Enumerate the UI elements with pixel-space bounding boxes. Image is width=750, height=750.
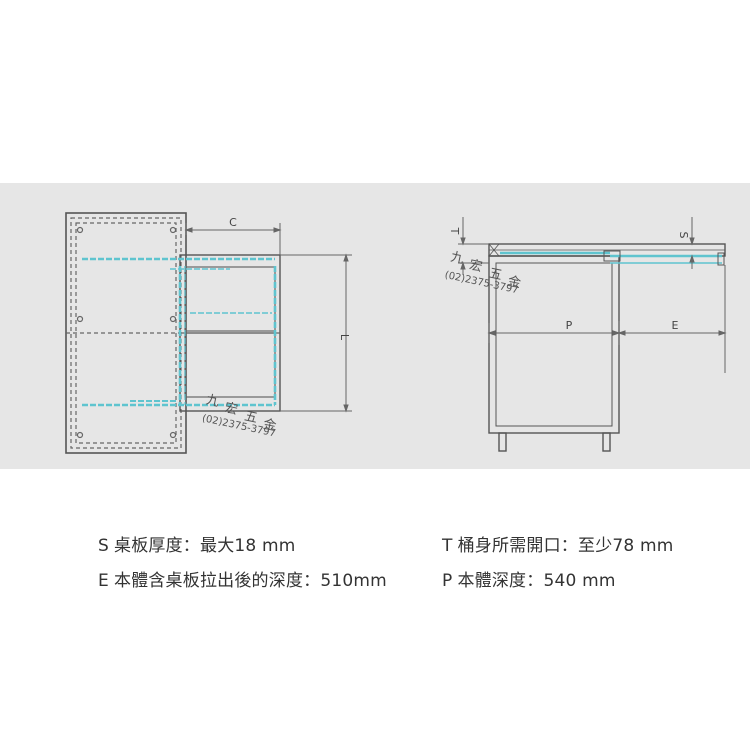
svg-text:金: 金 (506, 273, 522, 291)
slide-end (717, 252, 725, 266)
spec-text: 桶身所需開口：至少78 mm (457, 536, 674, 556)
leg-left (498, 432, 507, 452)
svg-text:九: 九 (449, 250, 465, 267)
technical-drawing: C L 九 宏 五 金 (02)2375-3797 (65, 212, 727, 454)
left-top-view (65, 212, 352, 454)
svg-text:(02)2375-3797: (02)2375-3797 (444, 270, 520, 296)
spec-key: S (98, 536, 109, 556)
right-side-view (488, 243, 726, 452)
label-t: T (448, 227, 461, 235)
label-c: C (229, 216, 237, 229)
svg-text:五: 五 (243, 409, 259, 426)
svg-text:五: 五 (488, 266, 504, 283)
screw-hole (169, 226, 177, 234)
dimension-p-e (487, 265, 727, 373)
spec-text: 本體含桌板拉出後的深度：510mm (113, 571, 387, 591)
spec-key: T (442, 536, 453, 556)
dimension-s (689, 217, 695, 269)
side-slide (500, 251, 722, 264)
screw-hole (76, 431, 84, 439)
spec-text: 本體深度：540 mm (457, 571, 616, 591)
screw-hole (76, 315, 84, 323)
slide-rails (82, 257, 277, 407)
spec-text: 桌板厚度：最大18 mm (114, 536, 296, 556)
screw-hole (169, 315, 177, 323)
svg-text:金: 金 (262, 416, 278, 434)
spec-key: E (98, 571, 109, 591)
side-cabinet-inner (495, 262, 613, 427)
svg-text:宏: 宏 (468, 258, 484, 275)
dimension-l (280, 253, 352, 413)
screw-hole (76, 226, 84, 234)
cabinet-inner-dashed-2 (75, 222, 177, 444)
drawer-compartment-bottom (184, 332, 276, 398)
leg-right (602, 432, 611, 452)
screw-hole (169, 431, 177, 439)
dimension-c (184, 223, 282, 255)
drawer-compartment-top (184, 266, 276, 332)
label-p: P (566, 319, 573, 332)
label-e: E (672, 319, 679, 332)
label-l: L (338, 334, 351, 341)
dimension-t (458, 217, 489, 275)
slide-bracket (603, 250, 621, 262)
watermark-left: 九 宏 五 金 (02)2375-3797 (201, 393, 278, 440)
svg-text:宏: 宏 (223, 401, 239, 418)
diagram-panel: C L 九 宏 五 金 (02)2375-3797 (0, 183, 750, 469)
spec-key: P (442, 571, 453, 591)
svg-text:九: 九 (204, 393, 220, 410)
label-s: S (677, 232, 690, 239)
